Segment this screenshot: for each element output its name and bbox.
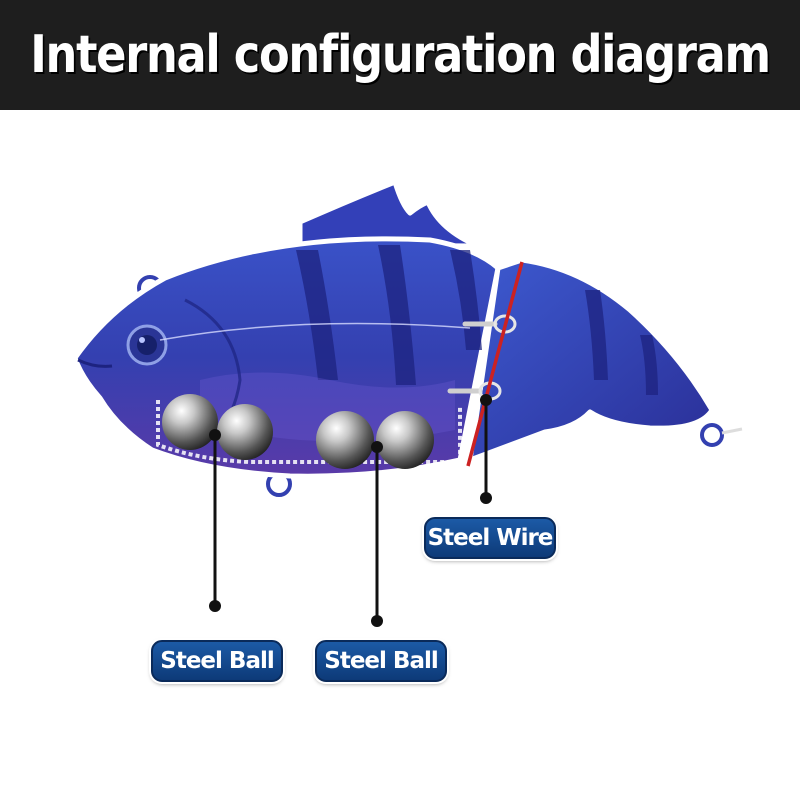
ball-chamber (156, 400, 462, 464)
dorsal-fin (297, 179, 481, 249)
body-stripes (296, 245, 658, 395)
tail-hook-tie (698, 421, 743, 449)
steel-ball-label-left: Steel Ball (151, 640, 283, 682)
steel-ball-group-right (316, 411, 434, 469)
leader-line-steel-ball-left (209, 429, 221, 612)
steel-ball-label-right: Steel Ball (315, 640, 447, 682)
page-title: Internal configuration diagram (30, 25, 771, 85)
steel-ball-group-left (162, 394, 273, 460)
steel-wire (466, 261, 524, 467)
header-bar: Internal configuration diagram (0, 0, 800, 110)
leader-line-steel-wire (480, 394, 492, 504)
lure-tail-section (467, 257, 715, 463)
leader-line-steel-ball-right (371, 441, 383, 627)
lure-eye (126, 324, 168, 366)
lure-mouth (77, 358, 113, 368)
steel-wire-label: Steel Wire (424, 517, 556, 559)
internal-line (159, 322, 471, 341)
lure-diagram (72, 179, 743, 627)
